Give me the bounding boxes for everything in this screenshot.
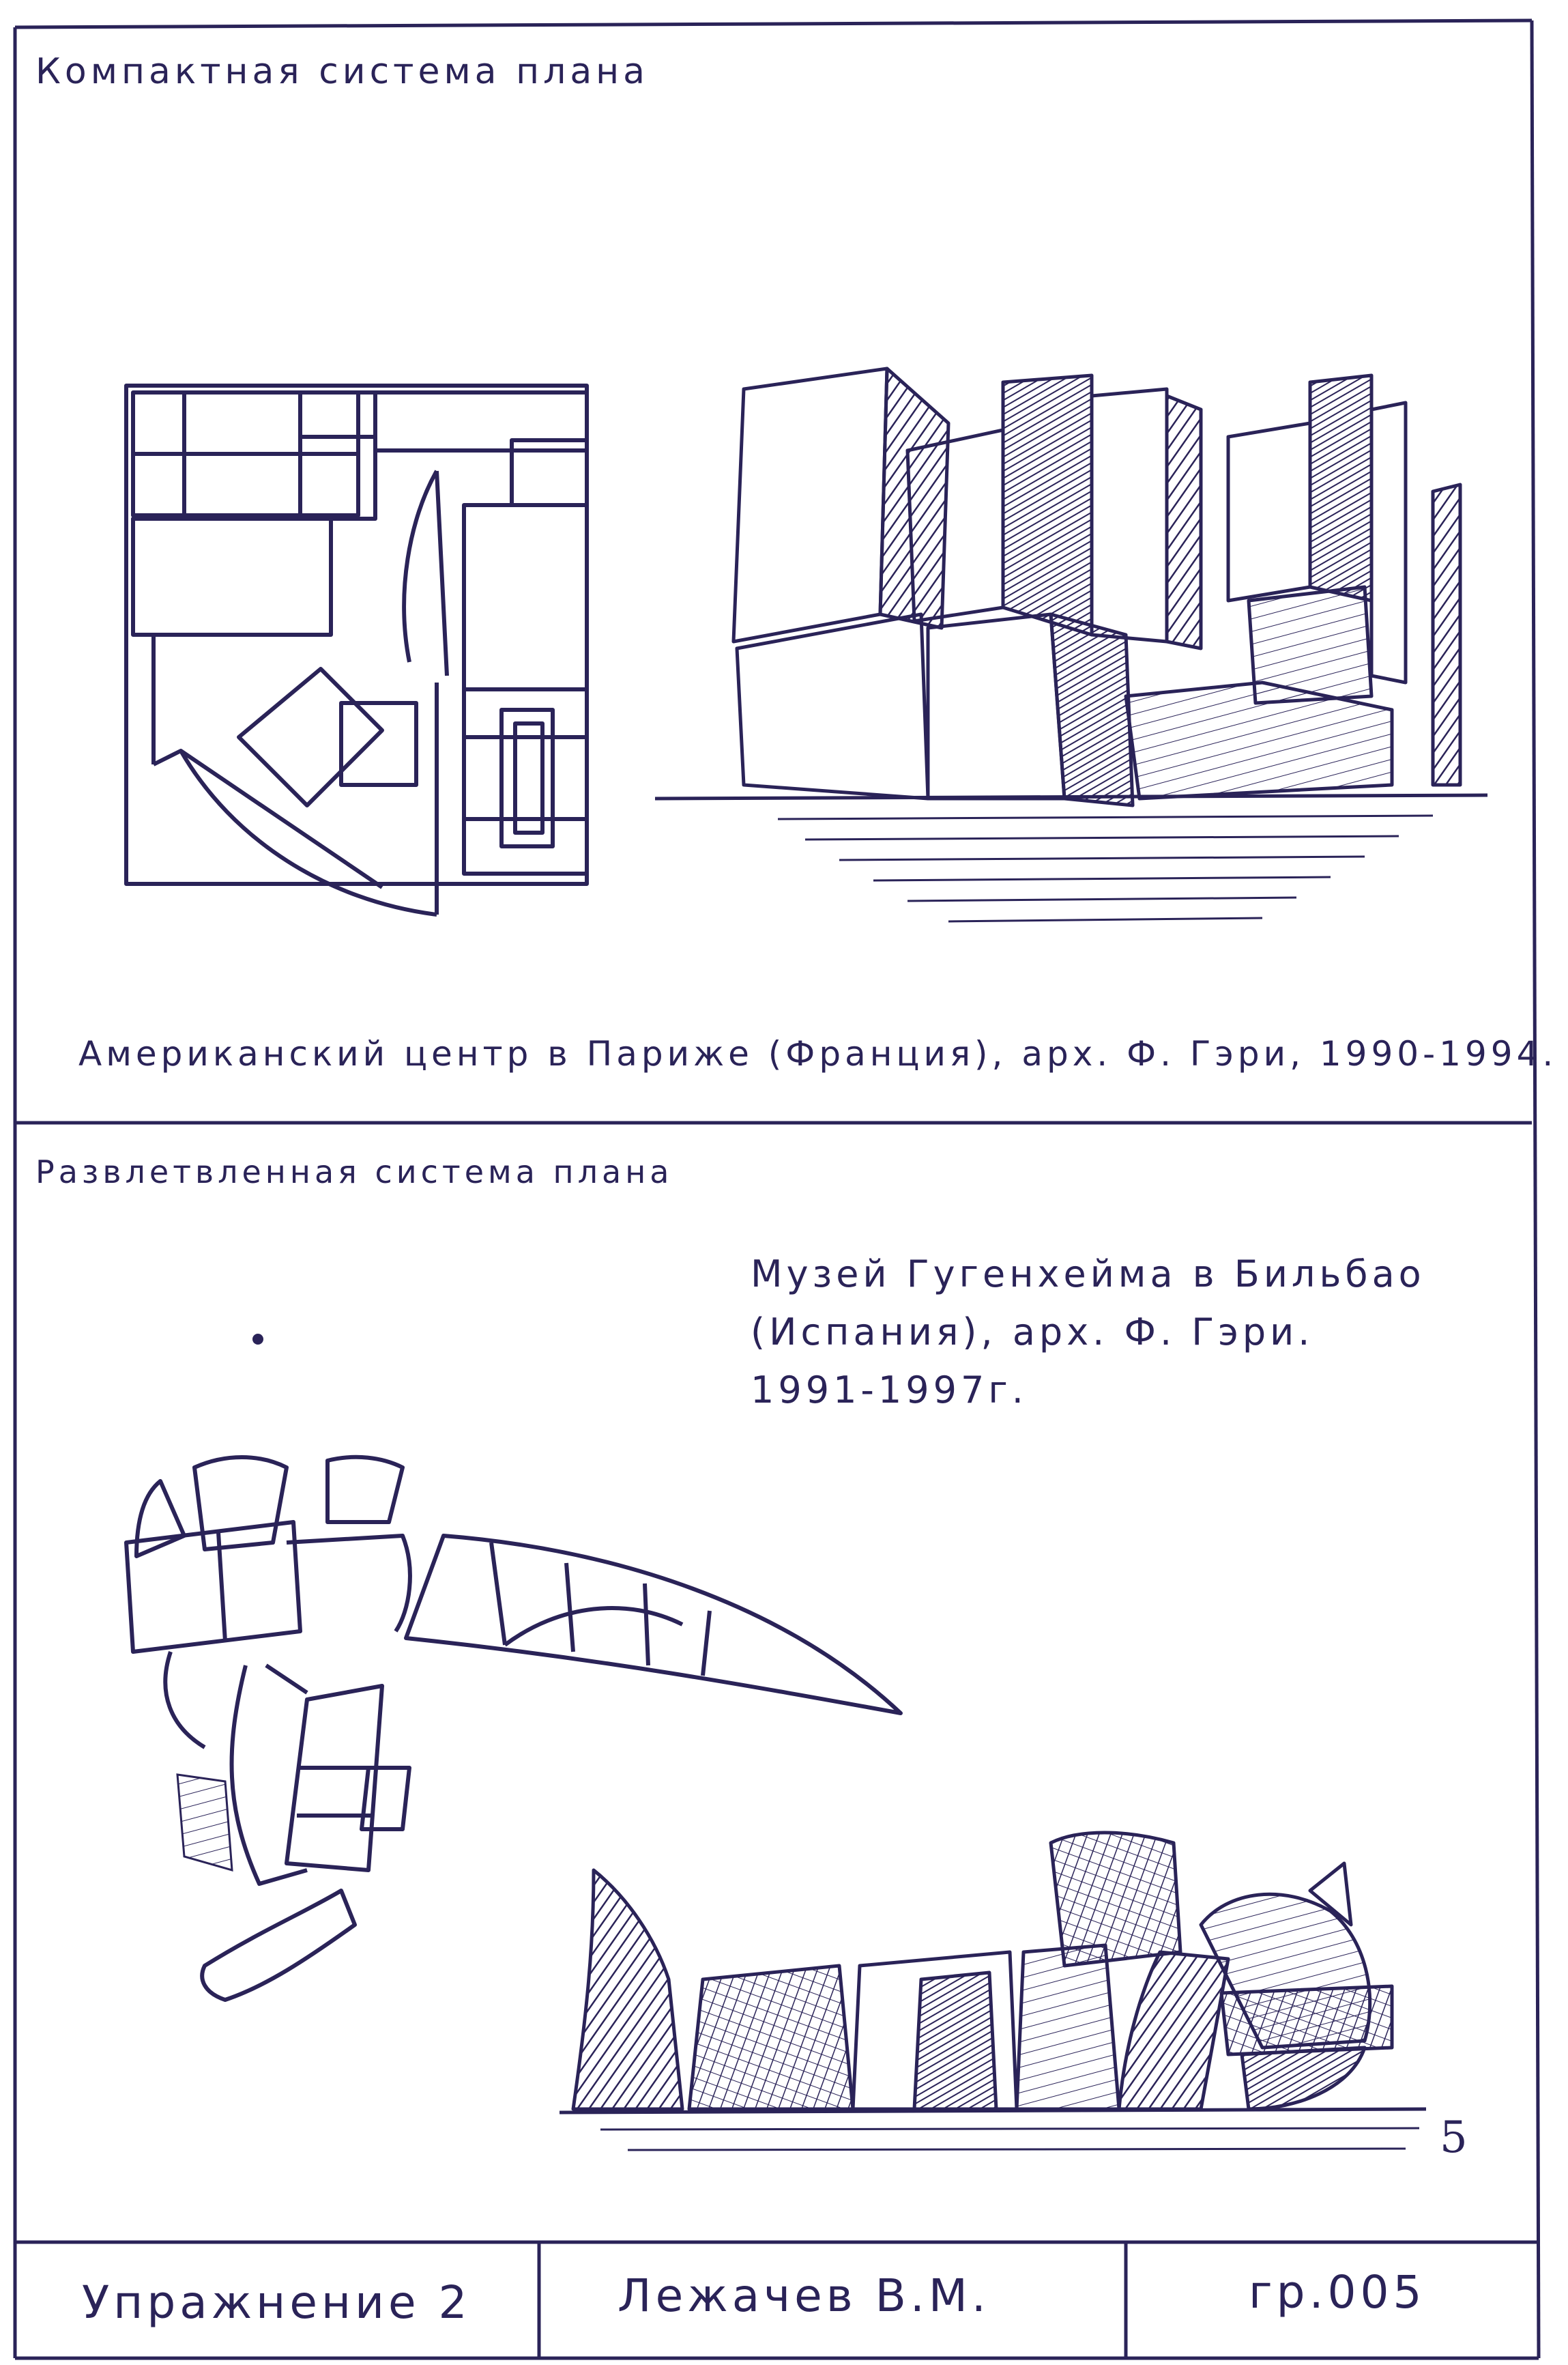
caption-line: Музей Гугенхейма в Бильбао — [751, 1252, 1425, 1295]
page-number: 5 — [1440, 2112, 1472, 2163]
caption-line: (Испания), арх. Ф. Гэри. — [751, 1310, 1314, 1353]
compact-perspective-drawing — [654, 367, 1488, 807]
sheet-frame — [13, 18, 1541, 2360]
branched-plan-drawing — [124, 1454, 903, 2002]
compact-plan-drawing — [124, 384, 589, 917]
ink-dot — [252, 1334, 263, 1345]
section-title-compact: Компактная система плана — [35, 51, 650, 92]
branched-ground-shadow — [600, 2127, 1420, 2151]
section-title-branched: Развлетвленная система плана — [35, 1153, 673, 1190]
branched-perspective-drawing — [559, 1831, 1427, 2115]
caption-branched-plan: Музей Гугенхейма в Бильбао (Испания), ар… — [751, 1252, 1425, 1411]
footer-author: Лежачев В.М. — [618, 2269, 990, 2322]
caption-line: 1991-1997г. — [751, 1368, 1028, 1411]
footer-group: гр.005 — [1249, 2266, 1426, 2319]
branched-plan-hatch — [176, 1773, 233, 1872]
footer-exercise: Упражнение 2 — [82, 2276, 471, 2329]
compact-ground-shadow — [777, 814, 1434, 923]
caption-compact-plan: Американский центр в Париже (Франция), а… — [78, 1034, 1558, 1074]
